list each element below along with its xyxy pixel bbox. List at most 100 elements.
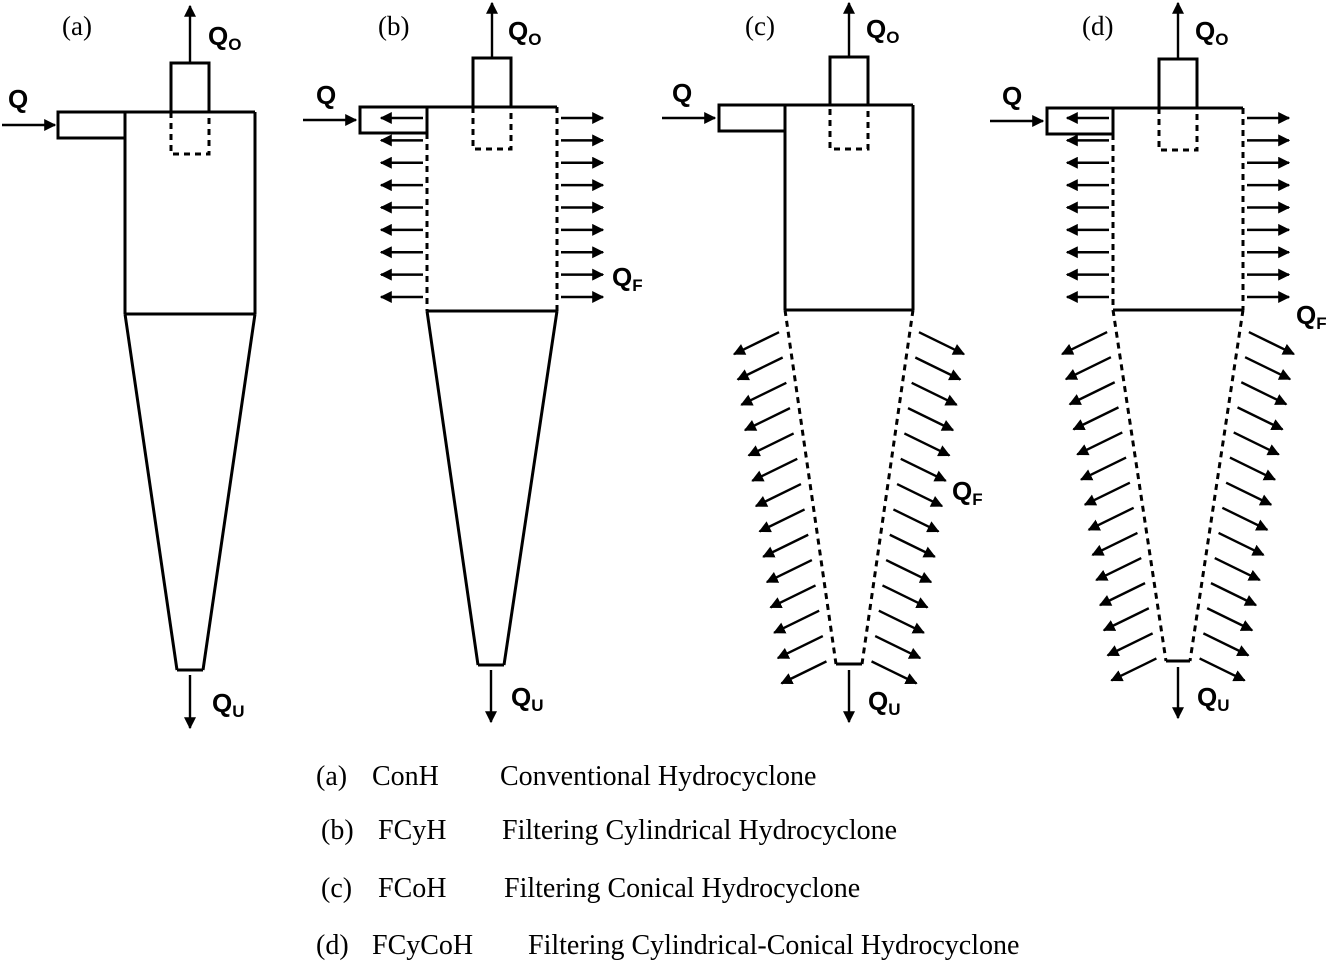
- panel-b: (b) Q QO QF QU: [303, 1, 643, 724]
- inlet-flow-label: Q: [672, 78, 692, 108]
- legend-item-b: (b) FCyH Filtering Cylindrical Hydrocycl…: [321, 815, 897, 846]
- legend-key: (d): [316, 930, 349, 961]
- filtrate-arrow: [874, 634, 922, 660]
- cone-left-wall: [425, 310, 480, 666]
- hydrocyclone-body: [123, 110, 257, 672]
- filtrate-arrow: [881, 584, 929, 609]
- filtrate-arrow: [1095, 556, 1142, 582]
- cone-right-wall: [201, 313, 257, 671]
- legend-abbr: FCoH: [378, 873, 446, 904]
- panel-a: (a) Q QO QU: [2, 4, 257, 730]
- overflow-pipe: [1157, 57, 1199, 110]
- filtrate-arrow: [1202, 632, 1250, 657]
- vortex-finder: [1157, 106, 1199, 152]
- filtrate-arrow: [1110, 657, 1157, 682]
- filtrate-arrows: [1061, 112, 1295, 682]
- filter-cone-right: [1188, 309, 1245, 662]
- filtrate-arrow: [762, 533, 809, 558]
- legend-name: Filtering Cylindrical-Conical Hydrocyclo…: [528, 930, 1019, 961]
- filtrate-arrow: [1229, 456, 1277, 481]
- filtrate-arrow: [914, 356, 962, 381]
- filtrate-arrow: [1221, 506, 1269, 531]
- filtrate-arrow: [740, 381, 787, 406]
- overflow-label: QO: [508, 16, 541, 49]
- overflow-label: QO: [1195, 16, 1228, 49]
- filtrate-arrow: [754, 483, 802, 508]
- vortex-finder: [471, 105, 513, 151]
- filtrate-arrow: [776, 634, 824, 660]
- filtrate-arrow: [1087, 506, 1135, 531]
- panel-c: (c) Q QO QF QU: [662, 1, 983, 724]
- inlet-flow-label: Q: [8, 84, 28, 114]
- inlet-pipe: [1045, 106, 1115, 136]
- filtrate-arrow: [911, 381, 958, 406]
- filtrate-arrow: [1091, 531, 1138, 556]
- filtrate-arrow: [1218, 531, 1265, 556]
- filtrate-arrow: [892, 508, 940, 533]
- panel-d: (d) Q QO QF QU: [990, 1, 1327, 720]
- filtrate-arrow: [1214, 556, 1261, 582]
- filtrate-label: QF: [1296, 300, 1327, 333]
- inlet-flow-label: Q: [316, 80, 336, 110]
- legend: (a) ConH Conventional Hydrocyclone (b) F…: [316, 761, 1019, 961]
- inlet-pipe: [56, 110, 127, 140]
- inlet-pipe: [717, 103, 787, 133]
- filtrate-arrow: [1064, 356, 1112, 381]
- panel-label: (b): [378, 11, 409, 41]
- filtrate-arrow: [1210, 582, 1258, 607]
- filtrate-arrow: [918, 331, 966, 356]
- underflow-label: QU: [212, 688, 245, 721]
- overflow-label: QO: [866, 14, 899, 47]
- cone-right-wall: [502, 310, 559, 666]
- legend-name: Filtering Cylindrical Hydrocyclone: [502, 815, 897, 846]
- filtrate-arrow: [885, 559, 933, 584]
- panel-label: (c): [745, 11, 775, 41]
- filtrate-arrow: [758, 508, 806, 533]
- overflow-pipe: [828, 55, 870, 107]
- hydrocyclone-body: [1111, 106, 1245, 663]
- filtrate-label: QF: [612, 262, 643, 295]
- filtrate-arrow: [903, 432, 951, 457]
- legend-abbr: ConH: [372, 761, 439, 792]
- filtrate-arrow: [1106, 632, 1154, 657]
- filter-cone-left: [783, 309, 838, 665]
- legend-item-a: (a) ConH Conventional Hydrocyclone: [316, 761, 816, 792]
- overflow-pipe: [169, 61, 211, 114]
- filtrate-arrow: [1083, 481, 1131, 506]
- filtrate-label: QF: [952, 476, 983, 509]
- legend-key: (a): [316, 761, 347, 792]
- panel-label: (a): [62, 11, 92, 41]
- filtrate-arrow: [1199, 657, 1246, 682]
- filtrate-arrow: [1072, 406, 1120, 431]
- filtrate-arrow: [1068, 381, 1116, 406]
- filtrate-arrows: [732, 331, 966, 685]
- filtrate-arrow: [871, 660, 918, 685]
- filtrate-arrow: [889, 533, 936, 558]
- vortex-finder: [169, 110, 211, 156]
- filtrate-arrow: [1206, 607, 1254, 632]
- hydrocyclone-body: [783, 103, 915, 666]
- legend-name: Filtering Conical Hydrocyclone: [504, 873, 860, 904]
- filtrate-arrows: [379, 112, 605, 303]
- filter-cone-left: [1111, 309, 1168, 662]
- underflow-label: QU: [868, 686, 901, 719]
- filtrate-arrow: [1061, 330, 1108, 356]
- vortex-finder: [828, 103, 870, 151]
- underflow-label: QU: [511, 682, 544, 715]
- filtrate-arrow: [1236, 406, 1284, 431]
- filtrate-arrow: [907, 407, 955, 432]
- filtrate-arrow: [896, 483, 944, 508]
- filtrate-arrow: [732, 331, 780, 356]
- legend-abbr: FCyCoH: [372, 930, 473, 961]
- legend-abbr: FCyH: [378, 815, 446, 846]
- filtrate-arrow: [878, 609, 925, 634]
- legend-name: Conventional Hydrocyclone: [500, 761, 816, 792]
- filtrate-arrow: [773, 609, 820, 634]
- panel-label: (d): [1082, 11, 1113, 41]
- filtrate-arrow: [1076, 431, 1123, 456]
- filtrate-arrow: [747, 432, 795, 457]
- legend-key: (c): [321, 873, 352, 904]
- filtrate-arrow: [1225, 481, 1273, 506]
- legend-item-c: (c) FCoH Filtering Conical Hydrocyclone: [321, 873, 860, 904]
